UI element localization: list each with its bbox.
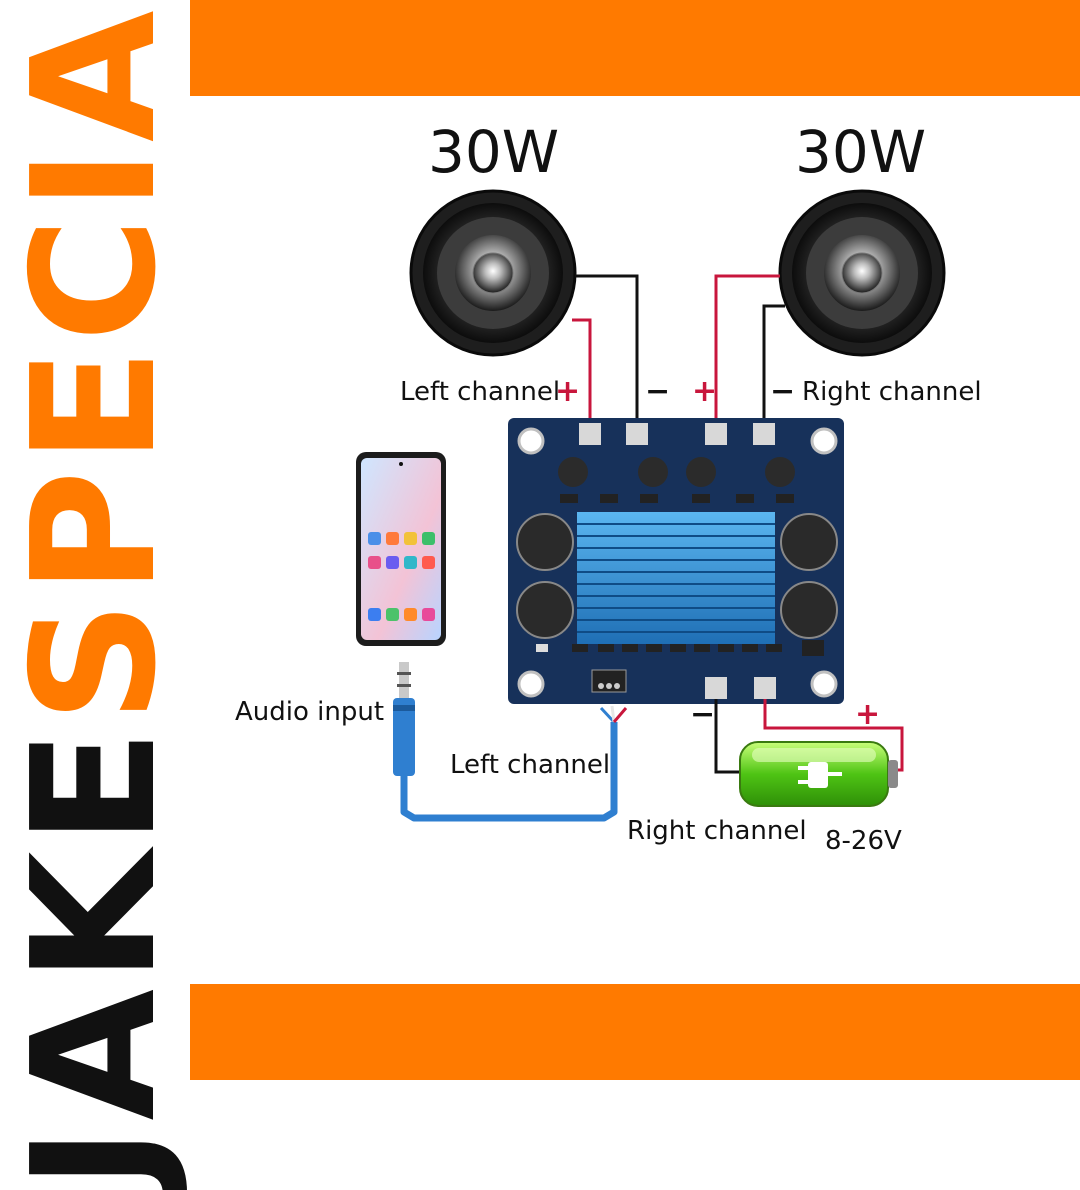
input-wires [599,705,628,724]
right-channel-output-label: Right channel [802,377,982,407]
audio-cable [400,722,618,822]
power-wires [714,699,904,774]
left-channel-output-label: Left channel [400,377,561,407]
wiring-diagram [356,189,946,822]
left-speaker-power: 30W [428,118,560,186]
right-channel-input-label: Right channel [627,816,807,846]
power-plus-sign: + [855,697,881,732]
right-plus-sign: + [692,374,718,409]
battery-icon [739,741,898,807]
right-speaker-power: 30W [795,118,927,186]
plug-icon [798,762,842,788]
left-channel-input-label: Left channel [450,750,611,780]
audio-input-label: Audio input [235,697,385,727]
right-minus-sign: − [770,374,796,409]
power-minus-sign: − [690,697,716,732]
audio-jack-icon [393,662,415,776]
left-plus-sign: + [555,374,581,409]
amplifier-board [508,418,844,704]
speaker-wires [572,274,785,428]
left-speaker-icon [409,189,577,357]
voltage-label: 8-26V [825,826,902,856]
right-speaker-icon [778,189,946,357]
bottom-accent-bar [190,984,1080,1080]
top-accent-bar [190,0,1080,96]
left-minus-sign: − [645,374,671,409]
phone-icon [356,452,446,646]
